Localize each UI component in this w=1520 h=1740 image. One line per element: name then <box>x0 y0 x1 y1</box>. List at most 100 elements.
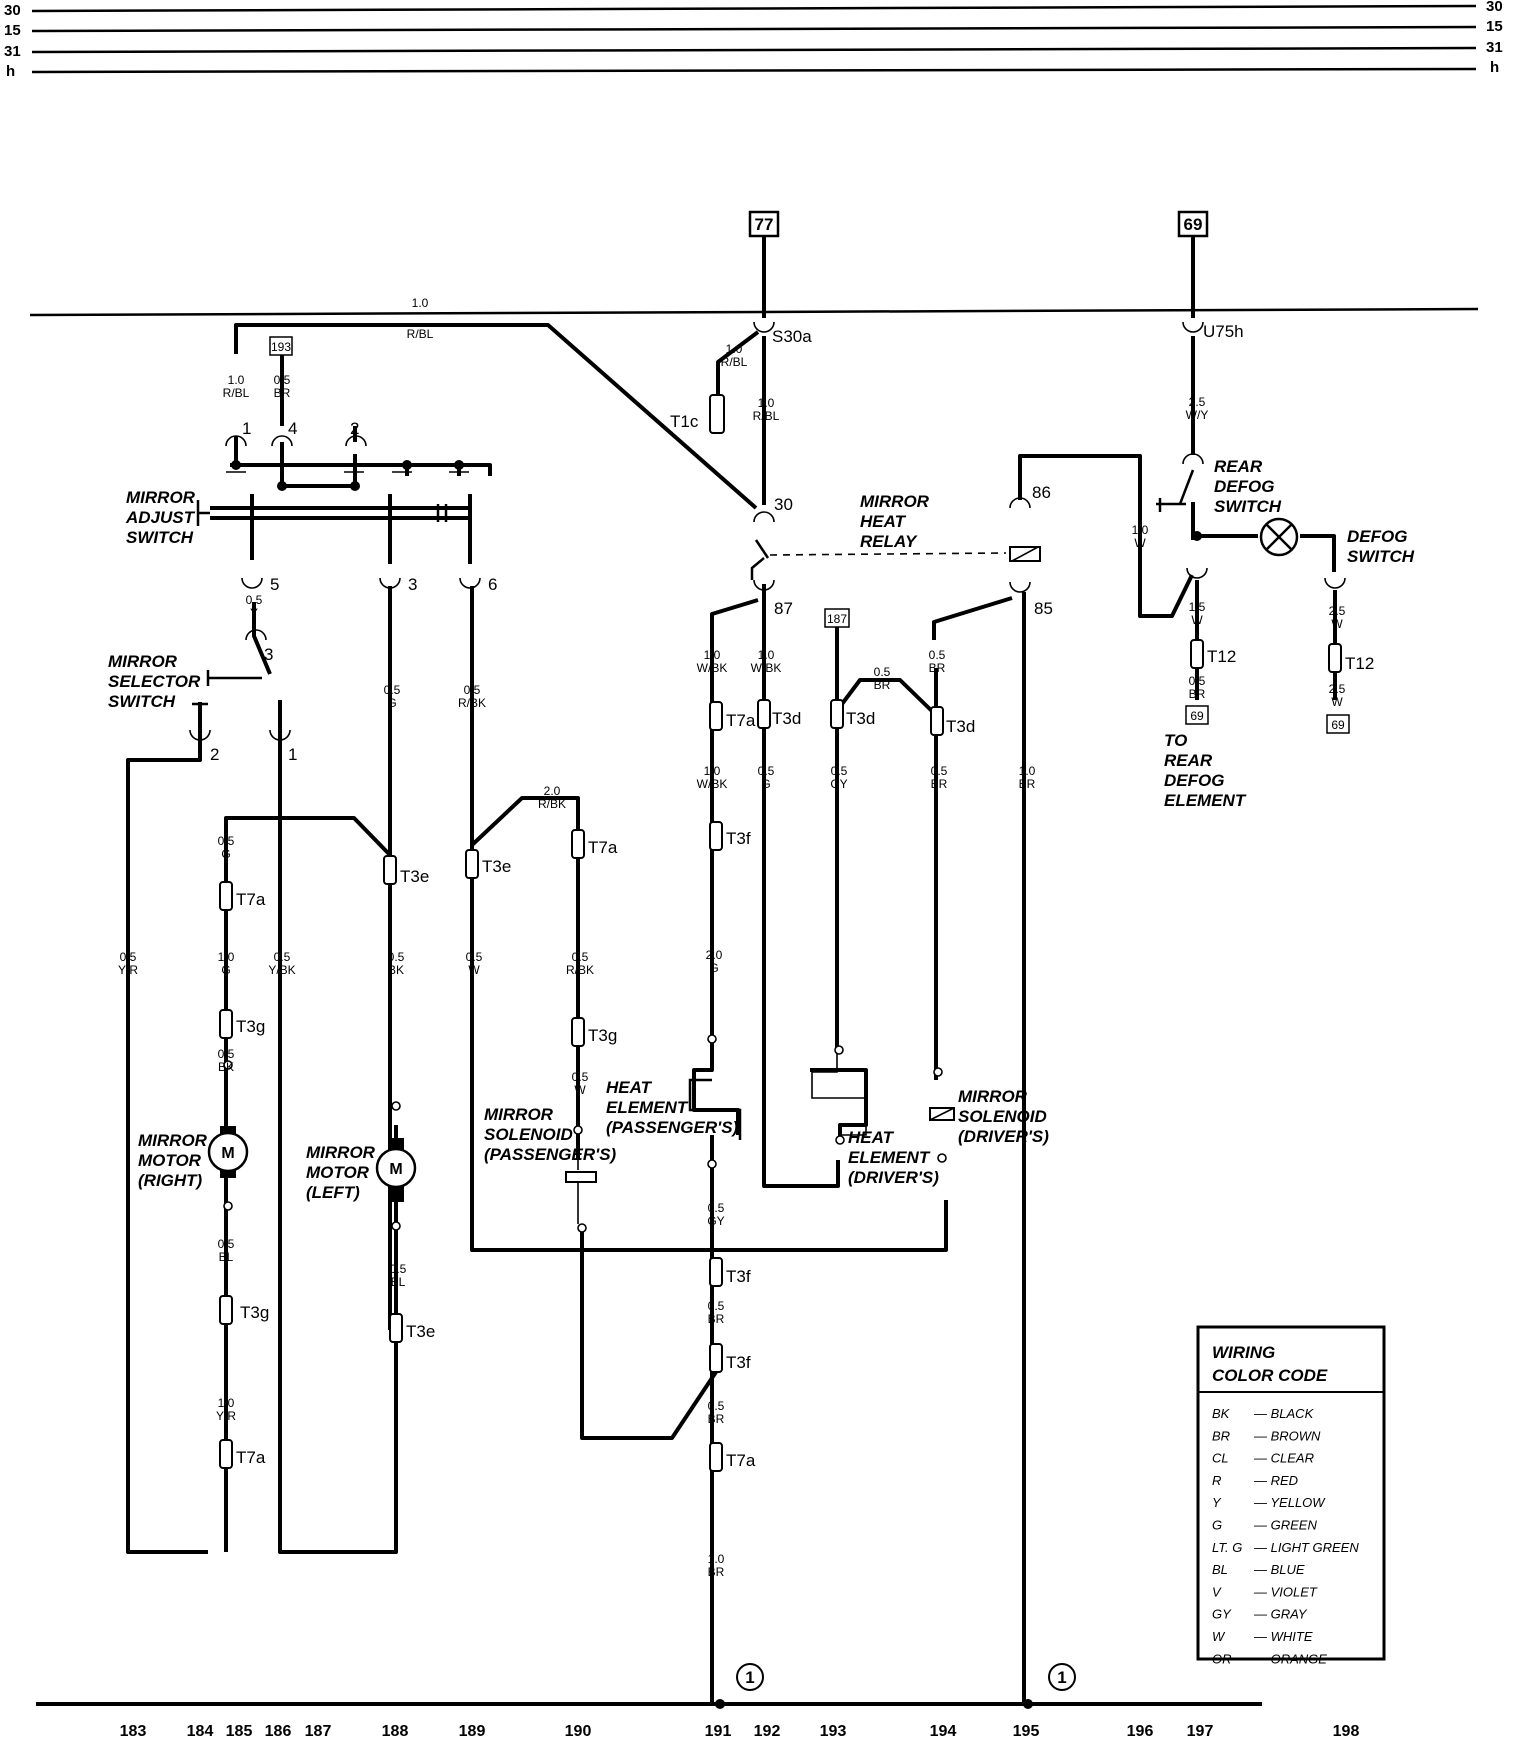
svg-text:1.0: 1.0 <box>1132 523 1149 537</box>
column-number: 187 <box>305 1723 332 1740</box>
label-mirror-solenoid-driver: MIRROR SOLENOID (DRIVER'S) <box>958 1087 1049 1146</box>
legend-code: LT. G <box>1212 1540 1242 1555</box>
svg-text:W: W <box>1331 695 1343 709</box>
svg-text:0.5: 0.5 <box>218 1237 235 1251</box>
terminal-cups <box>189 321 1346 741</box>
legend-code: GY <box>1212 1607 1232 1622</box>
svg-text:T3f: T3f <box>726 1267 751 1286</box>
svg-text:GY: GY <box>830 777 847 791</box>
svg-text:MIRROR: MIRROR <box>958 1087 1028 1106</box>
svg-text:1.0: 1.0 <box>218 1396 235 1410</box>
column-number: 191 <box>705 1723 732 1740</box>
svg-text:MIRROR: MIRROR <box>306 1143 376 1162</box>
svg-text:1: 1 <box>242 419 251 438</box>
svg-text:ELEMENT: ELEMENT <box>848 1148 931 1167</box>
svg-text:2.5: 2.5 <box>1329 682 1346 696</box>
svg-text:R/BL: R/BL <box>407 327 434 341</box>
svg-text:W: W <box>1134 536 1146 550</box>
svg-text:0.5: 0.5 <box>120 950 137 964</box>
svg-text:2.5: 2.5 <box>1329 604 1346 618</box>
bus-label-30-left: 30 <box>4 2 21 19</box>
ref-69b: 69 <box>1190 709 1204 723</box>
legend-code: W <box>1212 1629 1226 1644</box>
svg-text:T3e: T3e <box>400 867 429 886</box>
splices <box>231 460 1202 1709</box>
label-rear-defog-switch: REAR DEFOG SWITCH <box>1214 457 1282 516</box>
svg-text:86: 86 <box>1032 483 1051 502</box>
svg-text:T3d: T3d <box>846 709 875 728</box>
svg-text:W/BK: W/BK <box>697 661 728 675</box>
column-number: 193 <box>820 1723 847 1740</box>
component-labels: MIRROR ADJUST SWITCH MIRROR SELECTOR SWI… <box>108 457 1415 1202</box>
motor-left-letter: M <box>389 1161 402 1178</box>
svg-text:85: 85 <box>1034 599 1053 618</box>
svg-text:6: 6 <box>488 575 497 594</box>
legend-code: BR <box>1212 1428 1230 1443</box>
legend-code: BK <box>1212 1406 1231 1421</box>
svg-text:W/Y: W/Y <box>1186 408 1209 422</box>
svg-text:Y/BK: Y/BK <box>268 963 295 977</box>
fuse-box-boundary <box>29 307 1479 317</box>
legend-color-name: — LIGHT GREEN <box>1253 1540 1359 1555</box>
svg-text:1: 1 <box>288 745 297 764</box>
svg-text:0.5: 0.5 <box>218 834 235 848</box>
svg-text:MIRROR: MIRROR <box>860 492 930 511</box>
mirror-motor-right-symbol: M <box>207 1060 249 1211</box>
svg-text:R/BL: R/BL <box>223 386 250 400</box>
legend-color-name: — GREEN <box>1253 1518 1317 1533</box>
mirror-adjust-switch <box>196 471 469 526</box>
svg-text:GY: GY <box>707 1214 724 1228</box>
legend-color-name: — WHITE <box>1253 1629 1313 1644</box>
label-mirror-selector-switch: MIRROR SELECTOR SWITCH <box>108 652 201 711</box>
ref-box-69 <box>1177 210 1209 238</box>
svg-text:W: W <box>574 1083 586 1097</box>
ref-box-69b <box>1185 705 1209 725</box>
svg-text:T12: T12 <box>1207 647 1236 666</box>
column-number: 183 <box>120 1723 147 1740</box>
svg-text:0.5: 0.5 <box>572 1070 589 1084</box>
svg-text:0.5: 0.5 <box>388 950 405 964</box>
svg-text:RELAY: RELAY <box>860 532 918 551</box>
bus-15 <box>31 25 1477 33</box>
legend-color-name: — BLUE <box>1253 1562 1305 1577</box>
svg-text:DEFOG: DEFOG <box>1164 771 1224 790</box>
defog-lamp-symbol <box>1259 517 1299 557</box>
legend-code: CL <box>1212 1451 1229 1466</box>
ref-box-69c <box>1326 714 1350 734</box>
svg-text:G: G <box>709 961 718 975</box>
column-number: 186 <box>265 1723 292 1740</box>
legend-color-name: — CLEAR <box>1253 1451 1314 1466</box>
svg-text:T3f: T3f <box>726 1353 751 1372</box>
svg-text:0.5: 0.5 <box>466 950 483 964</box>
heat-element-driver-symbol <box>811 1045 867 1145</box>
svg-text:(RIGHT): (RIGHT) <box>138 1171 203 1190</box>
svg-text:BR: BR <box>708 1565 725 1579</box>
bus-31 <box>31 46 1477 54</box>
svg-text:BR: BR <box>931 777 948 791</box>
svg-text:0.5: 0.5 <box>708 1399 725 1413</box>
svg-text:1.5: 1.5 <box>1189 600 1206 614</box>
ref-193: 193 <box>271 340 291 354</box>
ref-69: 69 <box>1184 215 1203 234</box>
column-number: 198 <box>1333 1723 1360 1740</box>
svg-text:30: 30 <box>774 495 793 514</box>
legend-color-name: — RED <box>1253 1473 1298 1488</box>
svg-text:W: W <box>1331 617 1343 631</box>
svg-text:BR: BR <box>708 1412 725 1426</box>
column-number: 194 <box>930 1723 957 1740</box>
svg-text:1.0: 1.0 <box>704 764 721 778</box>
svg-text:BK: BK <box>218 1060 234 1074</box>
mirror-solenoid-driver-symbol <box>929 1067 955 1163</box>
legend-color-name: — BLACK <box>1253 1406 1315 1421</box>
svg-text:0.5: 0.5 <box>218 1047 235 1061</box>
svg-text:MIRROR: MIRROR <box>484 1105 554 1124</box>
connector-bodies <box>219 394 1342 1472</box>
legend-color-name: — YELLOW <box>1253 1495 1326 1510</box>
svg-text:T3d: T3d <box>946 717 975 736</box>
legend-code: R <box>1212 1473 1221 1488</box>
svg-text:BR: BR <box>274 386 291 400</box>
svg-text:MIRROR: MIRROR <box>126 488 196 507</box>
